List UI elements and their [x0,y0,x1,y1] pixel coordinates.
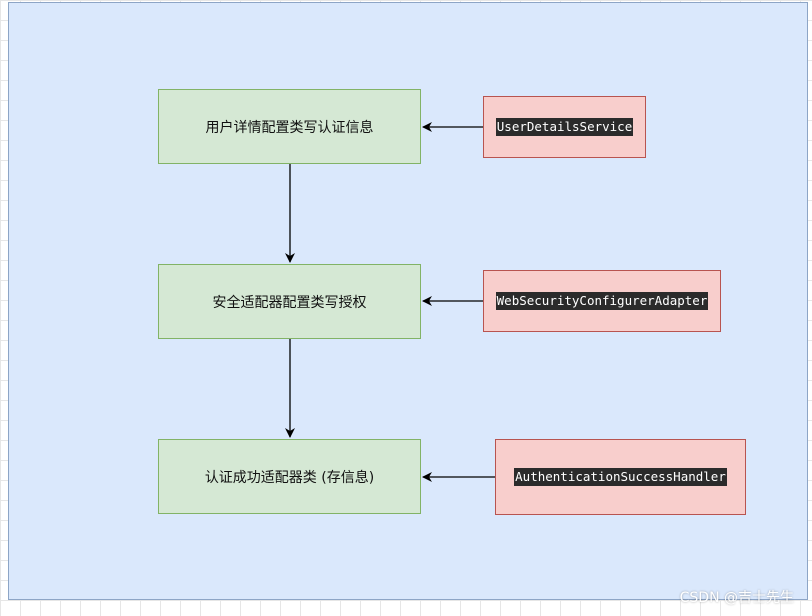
class-box-user-details-service[interactable]: UserDetailsService [483,96,646,158]
class-box-web-security-configurer-adapter[interactable]: WebSecurityConfigurerAdapter [483,270,721,332]
class-name-label: WebSecurityConfigurerAdapter [495,292,709,310]
step-label: 认证成功适配器类 (存信息) [204,469,375,486]
step-label: 用户详情配置类写认证信息 [205,119,374,136]
watermark: CSDN @吉士先生 [679,590,794,606]
step-box-security-adapter[interactable]: 安全适配器配置类写授权 [158,264,421,339]
step-label: 安全适配器配置类写授权 [212,294,367,311]
step-box-auth-success[interactable]: 认证成功适配器类 (存信息) [158,439,421,514]
class-name-label: UserDetailsService [495,118,634,136]
class-box-authentication-success-handler[interactable]: AuthenticationSuccessHandler [495,439,746,515]
class-name-label: AuthenticationSuccessHandler [514,468,727,486]
step-box-user-details[interactable]: 用户详情配置类写认证信息 [158,89,421,164]
